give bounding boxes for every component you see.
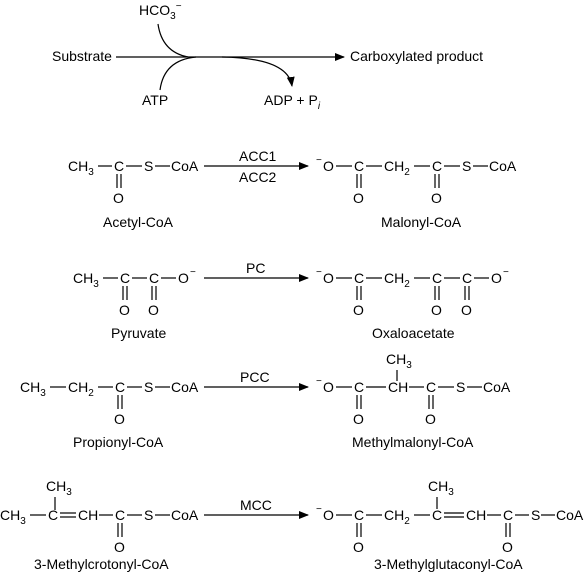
scheme-bicarbonate-curve (157, 23, 189, 58)
propionyl-ch3: CH3 (20, 379, 46, 399)
propionyl-coa: CoA (171, 379, 199, 395)
mcr-o: O (114, 539, 125, 555)
pyruvate-o2: O (148, 302, 159, 318)
scheme-substrate: Substrate (52, 48, 112, 64)
mg-c2: C (432, 507, 442, 523)
malonyl-ch2: CH2 (384, 158, 410, 178)
pyruvate-o3: O (178, 270, 189, 286)
mm-o1: O (323, 379, 334, 395)
acetyl-coa-name: Acetyl-CoA (103, 214, 174, 230)
mm-ch: CH (388, 379, 408, 395)
mg-o2: O (353, 539, 364, 555)
malonyl-o3: O (431, 190, 442, 206)
mg-name: 3-Methylglutaconyl-CoA (374, 556, 523, 572)
oaa-o4: O (461, 302, 472, 318)
reaction-pc: CH3 C O C O O − Pyruvate PC − O C O CH2 … (73, 260, 509, 341)
scheme-product: Carboxylated product (350, 48, 483, 64)
oaa-c1: C (354, 270, 364, 286)
oaa-c2: C (432, 270, 442, 286)
enzyme-mcc: MCC (240, 497, 272, 513)
pyruvate-name: Pyruvate (111, 325, 166, 341)
mcr-s: S (144, 507, 153, 523)
malonyl-o1: O (323, 158, 334, 174)
mcr-ch: CH (78, 507, 98, 523)
malonyl-s: S (462, 158, 471, 174)
malonyl-c2: C (432, 158, 442, 174)
oaa-minus2: − (503, 267, 509, 278)
propionyl-ch2: CH2 (68, 379, 94, 399)
pyruvate-c2: C (149, 270, 159, 286)
mg-o3: O (502, 539, 513, 555)
scheme-atp-curve (159, 56, 197, 91)
general-scheme: Substrate Carboxylated product HCO3− ATP… (52, 1, 483, 112)
scheme-adp-curve (221, 56, 295, 87)
mm-o3: O (425, 411, 436, 427)
mg-c1: C (354, 507, 364, 523)
malonyl-coa-name: Malonyl-CoA (381, 214, 462, 230)
malonyl-coa: CoA (489, 158, 517, 174)
propionyl-s: S (144, 379, 153, 395)
mg-ch2: CH2 (384, 507, 410, 527)
reaction-pcc: CH3 CH2 C O S CoA Propionyl-CoA PCC − O … (20, 351, 511, 450)
pyruvate-minus: − (190, 267, 196, 278)
acetyl-c: C (114, 158, 124, 174)
mm-s: S (456, 379, 465, 395)
mg-minus: − (316, 504, 322, 515)
oaa-o3: O (431, 302, 442, 318)
propionyl-o: O (114, 411, 125, 427)
mcr-top-ch3: CH3 (46, 478, 72, 498)
acetyl-ch3: CH3 (68, 158, 94, 178)
malonyl-c1: C (354, 158, 364, 174)
oaa-ch2: CH2 (384, 270, 410, 290)
mg-coa: CoA (556, 507, 584, 523)
mm-o2: O (353, 411, 364, 427)
mm-minus: − (316, 376, 322, 387)
oaa-minus1: − (316, 267, 322, 278)
reaction-acc: CH3 C O S CoA Acetyl-CoA ACC1 ACC2 − O C… (68, 148, 517, 230)
enzyme-acc1: ACC1 (239, 148, 277, 164)
mg-ch: CH (466, 507, 486, 523)
enzyme-acc2: ACC2 (239, 169, 277, 185)
oaa-o1: O (323, 270, 334, 286)
mcr-ch3: CH3 (0, 507, 26, 527)
mg-s: S (531, 507, 540, 523)
mm-c2: C (426, 379, 436, 395)
oaa-o2: O (353, 302, 364, 318)
mm-coa: CoA (483, 379, 511, 395)
reaction-mcc: CH3 CH3 C CH C O S CoA 3-Methylcrotonyl-… (0, 478, 584, 572)
mg-c3: C (503, 507, 513, 523)
mcr-c1: C (48, 507, 58, 523)
enzyme-pcc: PCC (240, 369, 270, 385)
mg-methyl: CH3 (428, 478, 454, 498)
scheme-bicarbonate: HCO3− (139, 1, 182, 22)
mm-name: Methylmalonyl-CoA (352, 434, 474, 450)
mm-methyl: CH3 (386, 351, 412, 371)
malonyl-minus: − (316, 155, 322, 166)
mg-o1: O (323, 507, 334, 523)
mcr-c2: C (115, 507, 125, 523)
malonyl-o2: O (353, 190, 364, 206)
scheme-atp: ATP (142, 92, 168, 108)
propionyl-c: C (115, 379, 125, 395)
acetyl-s: S (144, 158, 153, 174)
acetyl-o: O (113, 190, 124, 206)
pyruvate-ch3: CH3 (73, 270, 99, 290)
mm-c1: C (354, 379, 364, 395)
acetyl-coa: CoA (171, 158, 199, 174)
mcr-name: 3-Methylcrotonyl-CoA (34, 556, 169, 572)
pyruvate-o1: O (119, 302, 130, 318)
propionyl-name: Propionyl-CoA (73, 434, 164, 450)
scheme-adp-pi: ADP + Pi (264, 92, 321, 112)
oaa-c3: C (462, 270, 472, 286)
oaa-name: Oxaloacetate (372, 325, 455, 341)
pyruvate-c1: C (120, 270, 130, 286)
oaa-o5: O (491, 270, 502, 286)
mcr-coa: CoA (171, 507, 199, 523)
enzyme-pc: PC (246, 260, 265, 276)
